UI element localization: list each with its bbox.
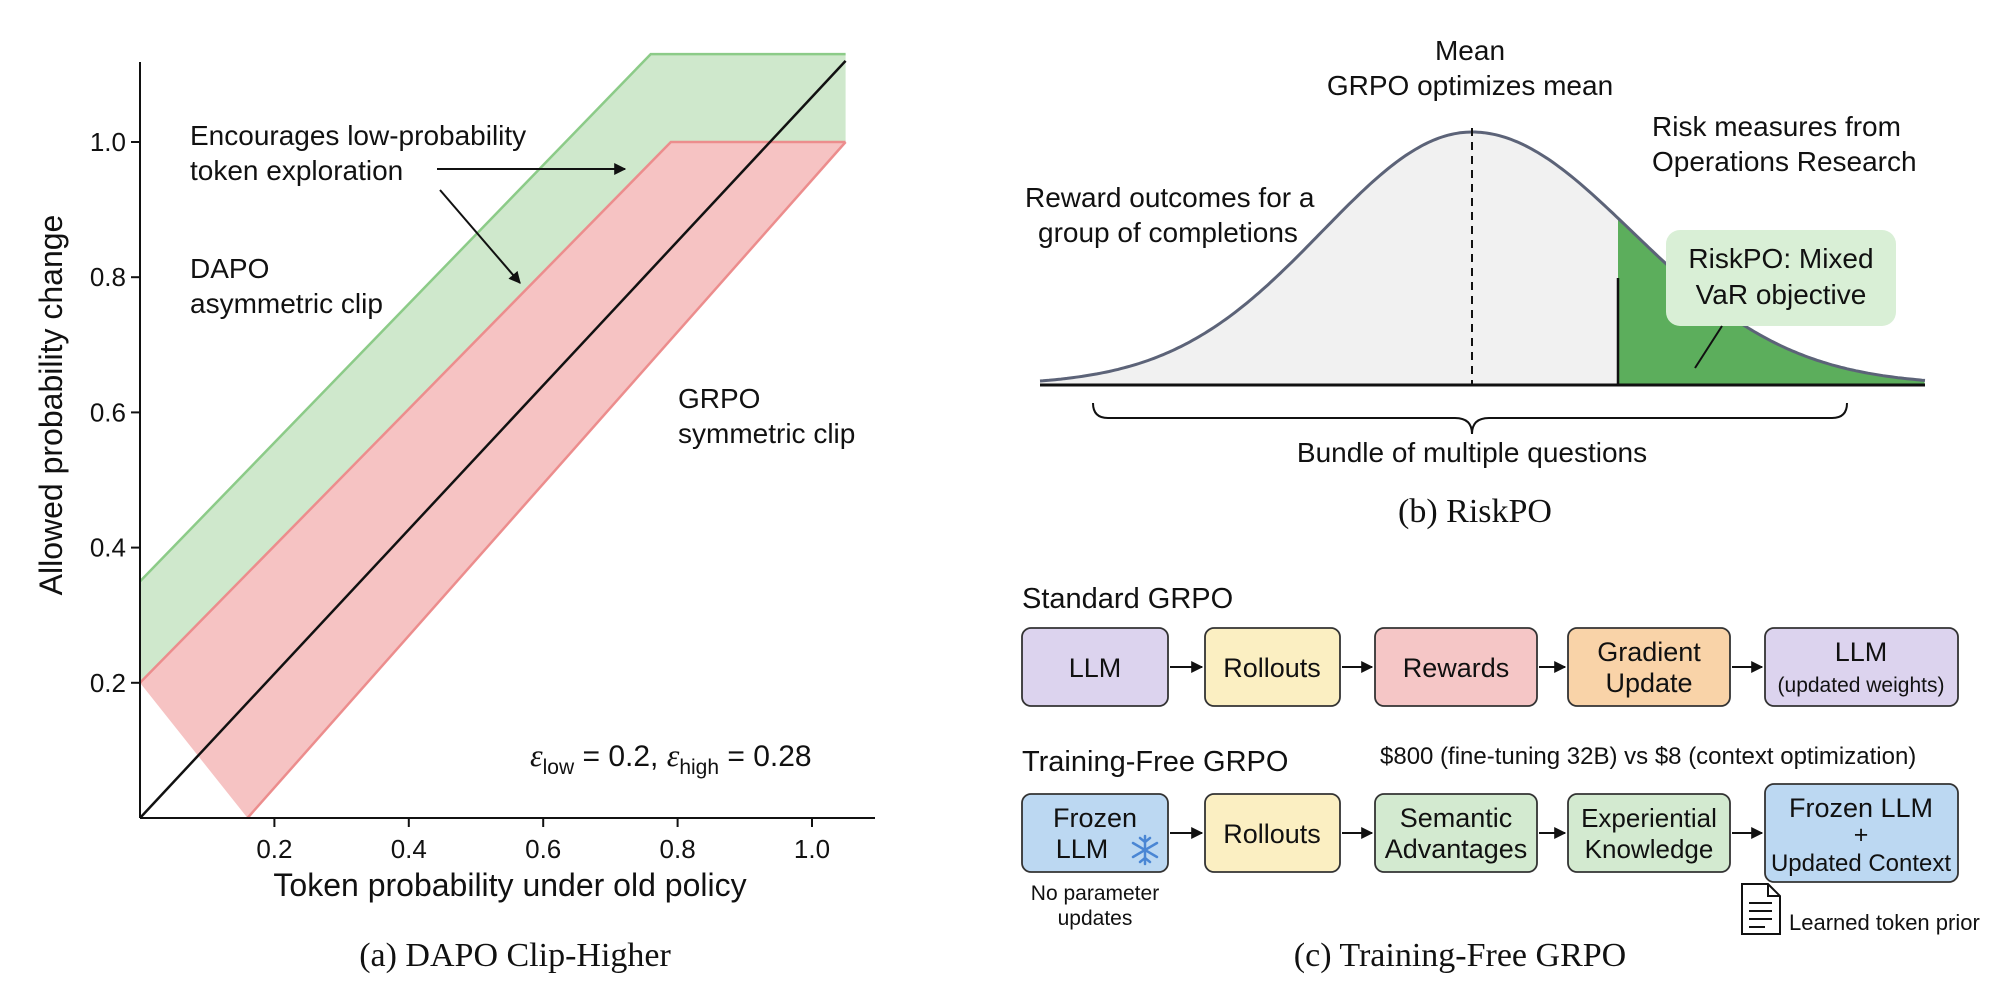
standard-grpo-title: Standard GRPO	[1022, 583, 1233, 615]
std-box-llm-label: LLM	[1069, 653, 1122, 683]
free-box-frozen-context-line3: Updated Context	[1771, 850, 1951, 877]
std-box-rollouts-label: Rollouts	[1223, 653, 1321, 683]
x-tick-label: 0.4	[391, 834, 427, 864]
x-tick-label: 0.8	[660, 834, 696, 864]
grpo-clip-band-upper-edge	[139, 140, 846, 684]
grpo-label-line1: GRPO	[678, 383, 760, 414]
learned-prior-label: Learned token prior	[1789, 910, 1980, 935]
std-box-llm-updated-line1: LLM	[1835, 637, 1888, 667]
exploration-annotation-line1: Encourages low-probability	[190, 120, 526, 151]
free-box-frozen-llm-line2: LLM	[1056, 834, 1109, 864]
y-tick-label: 0.2	[90, 668, 126, 698]
bundle-brace	[1092, 402, 1848, 435]
epsilon-annotation: εlow = 0.2, εhigh = 0.28	[530, 737, 812, 779]
riskpo-note-line2: VaR objective	[1696, 279, 1867, 310]
identity-line	[139, 60, 847, 819]
free-box-frozen-context-line2: +	[1854, 821, 1869, 849]
clip-bands	[139, 52, 847, 819]
free-box-experiential-line2: Knowledge	[1585, 834, 1714, 864]
riskpo-note-box	[1666, 230, 1896, 326]
x-tick-label: 1.0	[794, 834, 830, 864]
free-box-experiential	[1567, 793, 1731, 873]
document-icon	[1741, 883, 1781, 935]
free-box-frozen-llm	[1021, 793, 1169, 873]
risk-label-line2: Operations Research	[1652, 146, 1917, 177]
riskpo-note-pointer	[1694, 325, 1723, 369]
y-tick-label: 0.4	[90, 533, 126, 563]
dapo-clip-band	[140, 54, 846, 683]
distribution-curve	[1039, 130, 1926, 383]
dapo-label-line2: asymmetric clip	[190, 288, 383, 319]
free-box-rollouts	[1204, 793, 1341, 873]
panel-a: 0.2 0.4 0.6 0.8 1.0 0.2 0.4 0.6 0.8 1.0 Token pr…	[33, 52, 875, 974]
panel-a-caption: (a) DAPO Clip-Higher	[359, 937, 671, 974]
std-box-rewards-label: Rewards	[1403, 653, 1510, 683]
exploration-arrow-down	[439, 189, 521, 284]
riskpo-note-line1: RiskPO: Mixed	[1688, 243, 1873, 274]
free-box-semantic	[1374, 793, 1538, 873]
std-box-gradient-line1: Gradient	[1597, 637, 1701, 667]
dapo-clip-band-upper-edge	[139, 52, 846, 583]
mean-sublabel: GRPO optimizes mean	[1327, 70, 1613, 101]
grpo-clip-band-lower-edge	[246, 141, 847, 819]
no-param-note-line1: No parameter	[1031, 882, 1159, 905]
reward-label-line1: Reward outcomes for a	[1025, 182, 1315, 213]
free-box-semantic-line2: Advantages	[1385, 834, 1528, 864]
y-tick-label: 0.8	[90, 262, 126, 292]
grpo-clip-band	[140, 142, 846, 818]
free-box-rollouts-label: Rollouts	[1223, 819, 1321, 849]
free-box-semantic-line1: Semantic	[1400, 803, 1513, 833]
std-box-llm	[1021, 627, 1169, 707]
risk-tail-fill	[1618, 218, 1925, 385]
panel-b-caption: (b) RiskPO	[1398, 493, 1552, 530]
y-tick-label: 0.6	[90, 397, 126, 427]
panel-c: Standard GRPO LLM Rollouts Rewards Gradi…	[1021, 583, 1980, 974]
grpo-label-line2: symmetric clip	[678, 418, 855, 449]
y-tick-label: 1.0	[90, 127, 126, 157]
std-box-gradient-line2: Update	[1605, 668, 1692, 698]
std-box-rollouts	[1204, 627, 1341, 707]
y-axis-label: Allowed probability change	[33, 215, 69, 596]
panel-c-caption: (c) Training-Free GRPO	[1294, 937, 1626, 974]
snowflake-icon	[1131, 834, 1159, 866]
free-box-frozen-context-line1: Frozen LLM	[1789, 793, 1933, 823]
x-axis-label: Token probability under old policy	[273, 867, 746, 903]
cost-note: $800 (fine-tuning 32B) vs $8 (context op…	[1380, 743, 1916, 770]
mean-label: Mean	[1435, 35, 1505, 66]
reward-label-line2: group of completions	[1038, 217, 1298, 248]
training-free-title: Training-Free GRPO	[1022, 746, 1288, 778]
std-box-llm-updated	[1764, 627, 1959, 707]
std-box-rewards	[1374, 627, 1538, 707]
no-param-note-line2: updates	[1058, 907, 1133, 930]
risk-label-line1: Risk measures from	[1652, 111, 1901, 142]
dapo-label-line1: DAPO	[190, 253, 269, 284]
std-box-llm-updated-line2: (updated weights)	[1778, 674, 1945, 697]
bundle-label: Bundle of multiple questions	[1297, 437, 1647, 468]
std-box-gradient	[1567, 627, 1731, 707]
exploration-annotation-line2: token exploration	[190, 155, 403, 186]
free-box-experiential-line1: Experiential	[1581, 803, 1717, 833]
panel-b: Mean GRPO optimizes mean Reward outcomes…	[1025, 35, 1926, 530]
x-ticks: 0.2 0.4 0.6 0.8 1.0	[256, 818, 830, 864]
x-tick-label: 0.2	[256, 834, 292, 864]
free-box-frozen-llm-line1: Frozen	[1053, 803, 1137, 833]
free-box-frozen-context	[1764, 783, 1959, 883]
y-ticks: 0.2 0.4 0.6 0.8 1.0	[90, 127, 140, 698]
x-tick-label: 0.6	[525, 834, 561, 864]
